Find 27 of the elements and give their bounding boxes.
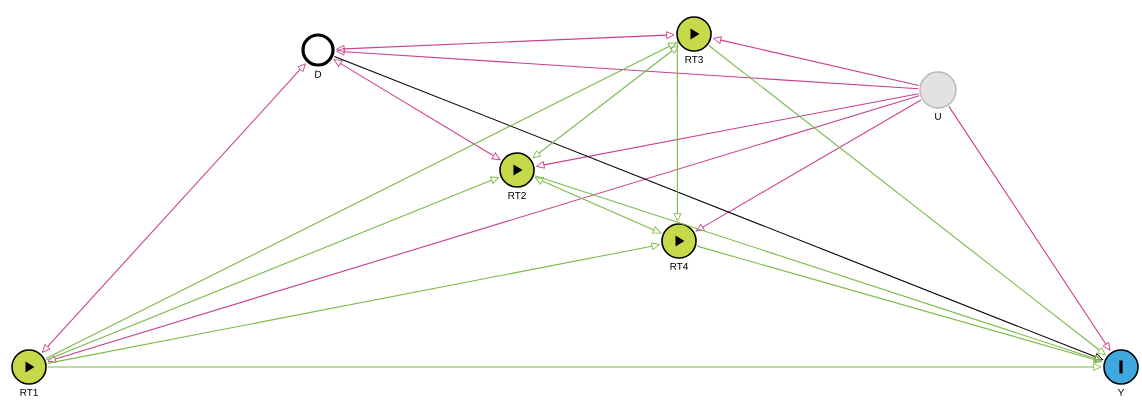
- double-arrow: [42, 63, 306, 353]
- node-label: U: [935, 112, 941, 120]
- arrow: [47, 95, 920, 363]
- double-arrow: [333, 59, 501, 161]
- arrow: [708, 45, 1106, 356]
- arrow: [712, 36, 920, 87]
- arrow: [336, 47, 919, 90]
- arrow: [695, 99, 922, 232]
- arrow: [45, 176, 499, 361]
- double-arrow: [534, 177, 662, 234]
- node-label: Y: [1117, 388, 1125, 396]
- arrow: [673, 40, 682, 222]
- arrow: [948, 105, 1111, 351]
- node-label: RT1: [20, 388, 38, 396]
- arrow: [333, 55, 1103, 361]
- arrow: [536, 93, 920, 169]
- arrow: [696, 245, 1103, 364]
- node-label: RT4: [670, 262, 689, 270]
- double-arrow: [336, 31, 675, 53]
- double-arrow: [532, 45, 679, 159]
- arrow: [46, 242, 660, 364]
- arrow: [534, 175, 1103, 363]
- node-label: RT3: [685, 55, 703, 64]
- node-label: RT2: [508, 191, 526, 199]
- node-label: D: [315, 70, 322, 78]
- arrow: [45, 42, 677, 360]
- arrow: [47, 363, 1102, 371]
